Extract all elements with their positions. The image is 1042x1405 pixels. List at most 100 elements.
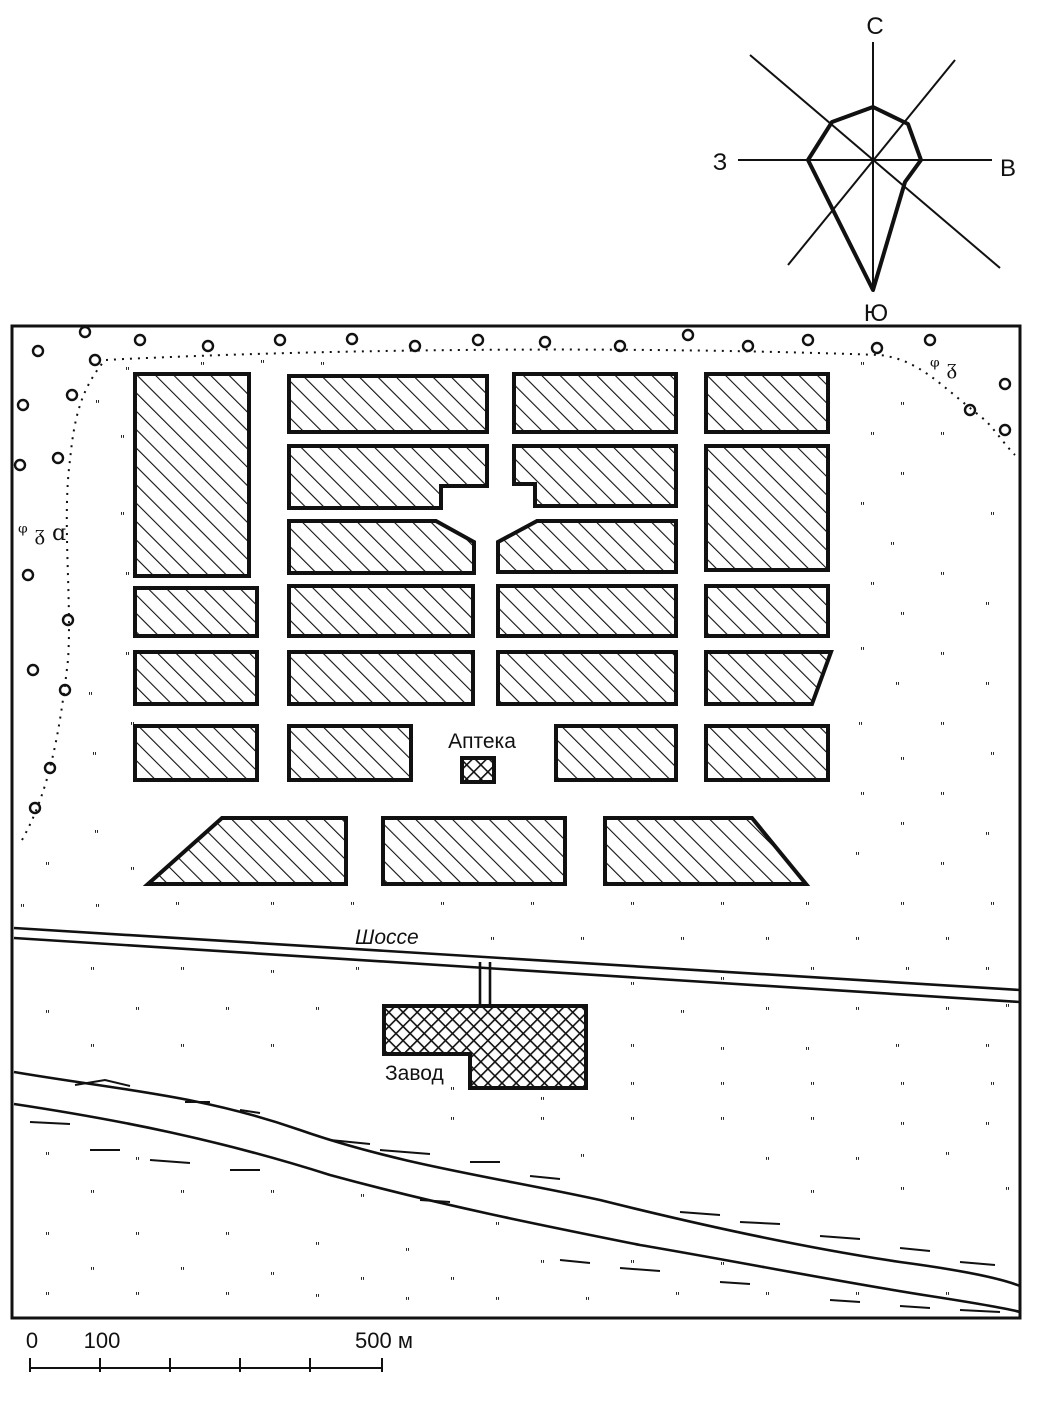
svg-text:": " [720,975,725,988]
wind-rose-axis-nw-se [749,54,1001,269]
block [133,650,259,706]
block [133,372,251,578]
svg-text:": " [1005,1185,1010,1198]
svg-text:": " [860,500,865,513]
block [287,374,489,434]
svg-text:": " [990,900,995,913]
svg-text:": " [45,1290,50,1303]
block [287,584,475,638]
block [287,519,476,575]
wind-rose: С З В Ю [713,13,1016,327]
svg-text:": " [940,720,945,733]
block [512,372,678,434]
block [381,816,567,886]
svg-text:": " [985,600,990,613]
svg-text:": " [870,430,875,443]
pharmacy-building [460,756,496,784]
svg-text:": " [270,968,275,981]
svg-text:": " [905,965,910,978]
svg-text:": " [94,828,99,841]
svg-text:": " [675,1290,680,1303]
svg-text:": " [860,645,865,658]
marsh-symbols [29,1078,1001,1313]
svg-text:": " [270,900,275,913]
svg-text:": " [135,1230,140,1243]
svg-text:ᵠ ᵹ ɑ: ᵠ ᵹ ɑ [18,521,66,546]
svg-text:": " [900,470,905,483]
svg-text:": " [135,1005,140,1018]
svg-text:": " [805,900,810,913]
svg-text:": " [130,865,135,878]
map-frame [10,324,1022,1320]
svg-text:": " [810,1115,815,1128]
svg-text:": " [985,965,990,978]
svg-text:": " [720,900,725,913]
svg-text:": " [495,1220,500,1233]
scale-tick-500: 500 м [355,1328,413,1353]
svg-text:": " [900,610,905,623]
svg-text:": " [940,790,945,803]
svg-text:": " [180,965,185,978]
svg-text:": " [720,1080,725,1093]
svg-text:": " [530,900,535,913]
pharmacy-label: Аптека [448,730,516,753]
svg-text:": " [120,433,125,446]
forest-symbols [13,325,1012,815]
svg-text:": " [805,1045,810,1058]
svg-text:": " [180,1188,185,1201]
block [704,584,830,638]
svg-text:": " [90,965,95,978]
svg-text:": " [540,1258,545,1271]
residential-blocks [133,372,834,886]
block [603,816,811,886]
svg-text:": " [900,755,905,768]
block [554,724,678,782]
svg-text:": " [720,1260,725,1273]
svg-text:": " [135,1290,140,1303]
factory: Завод [382,1004,588,1090]
scale-tick-zero: 0 [26,1328,38,1353]
svg-text:": " [985,1120,990,1133]
block [704,444,830,572]
svg-text:": " [680,1008,685,1021]
svg-text:": " [315,1005,320,1018]
block [287,444,489,510]
svg-text:": " [225,1005,230,1018]
pharmacy: Аптека [448,730,516,784]
svg-text:": " [900,900,905,913]
svg-text:": " [990,1080,995,1093]
svg-text:": " [350,900,355,913]
svg-text:": " [895,1042,900,1055]
tree-symbols: ᵠ ᵹ ɑ ᵠ ᵹ [18,355,957,546]
svg-text:": " [540,1095,545,1108]
svg-text:": " [450,1085,455,1098]
svg-text:": " [985,680,990,693]
svg-text:": " [200,360,205,373]
svg-text:": " [90,1265,95,1278]
svg-text:": " [45,1150,50,1163]
svg-text:": " [900,820,905,833]
svg-text:": " [680,935,685,948]
svg-text:": " [810,965,815,978]
svg-text:": " [120,510,125,523]
svg-text:": " [225,1230,230,1243]
svg-text:": " [45,1008,50,1021]
svg-text:": " [985,830,990,843]
svg-text:": " [945,1290,950,1303]
svg-text:": " [990,510,995,523]
factory-label: Завод [385,1062,444,1085]
svg-text:": " [870,580,875,593]
wind-rose-axis-ne-sw [787,59,956,266]
svg-text:": " [720,1045,725,1058]
scale-bar: 0 100 500 м [26,1328,413,1372]
svg-text:": " [855,850,860,863]
svg-text:": " [260,358,265,371]
svg-text:": " [95,902,100,915]
svg-text:": " [855,935,860,948]
meadow-symbols: """ """ """ """ """ """ """ """ """ """ … [20,358,1010,1308]
svg-text:": " [315,1292,320,1305]
highway-label: Шоссе [355,926,419,949]
svg-text:": " [765,935,770,948]
svg-text:ᵠ ᵹ: ᵠ ᵹ [930,355,957,380]
svg-text:": " [360,1192,365,1205]
